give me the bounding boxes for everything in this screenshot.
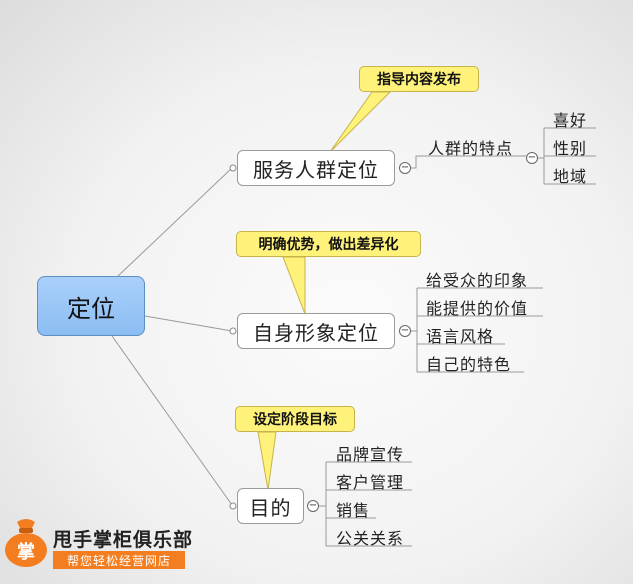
link-root-branch1 [117, 167, 233, 277]
leaf-b3-3[interactable]: 销售 [336, 501, 371, 520]
callout-pointer-3 [257, 431, 277, 491]
leaf-b3-1[interactable]: 品牌宣传 [336, 445, 405, 464]
link-b3-children [319, 462, 327, 546]
callout-pointer-1 [329, 91, 392, 153]
leaf-b3-2[interactable]: 客户管理 [336, 473, 405, 492]
branch-node-1[interactable]: 服务人群定位 [237, 150, 395, 186]
callout-branch-1[interactable]: 指导内容发布 [359, 66, 479, 92]
link-root-branch3 [111, 335, 233, 506]
subnode-b1-1[interactable]: 人群的特点 [428, 139, 514, 158]
branch-node-3[interactable]: 目的 [237, 488, 304, 524]
link-b2-children [411, 288, 418, 372]
leaf-b2-3[interactable]: 语言风格 [426, 327, 495, 346]
logo-subtitle: 帮您轻松经营网店 [53, 551, 185, 569]
link-b1-grandchildren [538, 128, 545, 184]
collapse-toggle-icon[interactable]: − [526, 152, 538, 164]
link-b1-child [411, 155, 426, 169]
link-root-branch2 [144, 315, 233, 332]
logo-badge-char: 掌 [17, 541, 35, 563]
callout-branch-3[interactable]: 设定阶段目标 [235, 406, 355, 432]
leaf-b2-1[interactable]: 给受众的印象 [426, 271, 529, 290]
leaf-b2-2[interactable]: 能提供的价值 [426, 299, 529, 318]
leaf-b3-4[interactable]: 公关关系 [336, 529, 405, 548]
leaf-b1-1[interactable]: 喜好 [553, 111, 588, 130]
collapse-toggle-icon[interactable]: − [399, 325, 411, 337]
callout-pointer-2 [282, 256, 306, 315]
logo-title: 甩手掌柜俱乐部 [53, 529, 194, 551]
leaf-b1-2[interactable]: 性别 [553, 139, 588, 158]
leaf-b1-3[interactable]: 地域 [553, 167, 588, 186]
leaf-b2-4[interactable]: 自己的特色 [426, 355, 512, 374]
collapse-toggle-icon[interactable]: − [307, 500, 319, 512]
callout-branch-2[interactable]: 明确优势，做出差异化 [236, 231, 421, 257]
collapse-toggle-icon[interactable]: − [399, 162, 411, 174]
root-node[interactable]: 定位 [37, 276, 145, 336]
money-bag-logo-icon: 掌 [5, 519, 47, 567]
branch-node-2[interactable]: 自身形象定位 [237, 313, 395, 349]
